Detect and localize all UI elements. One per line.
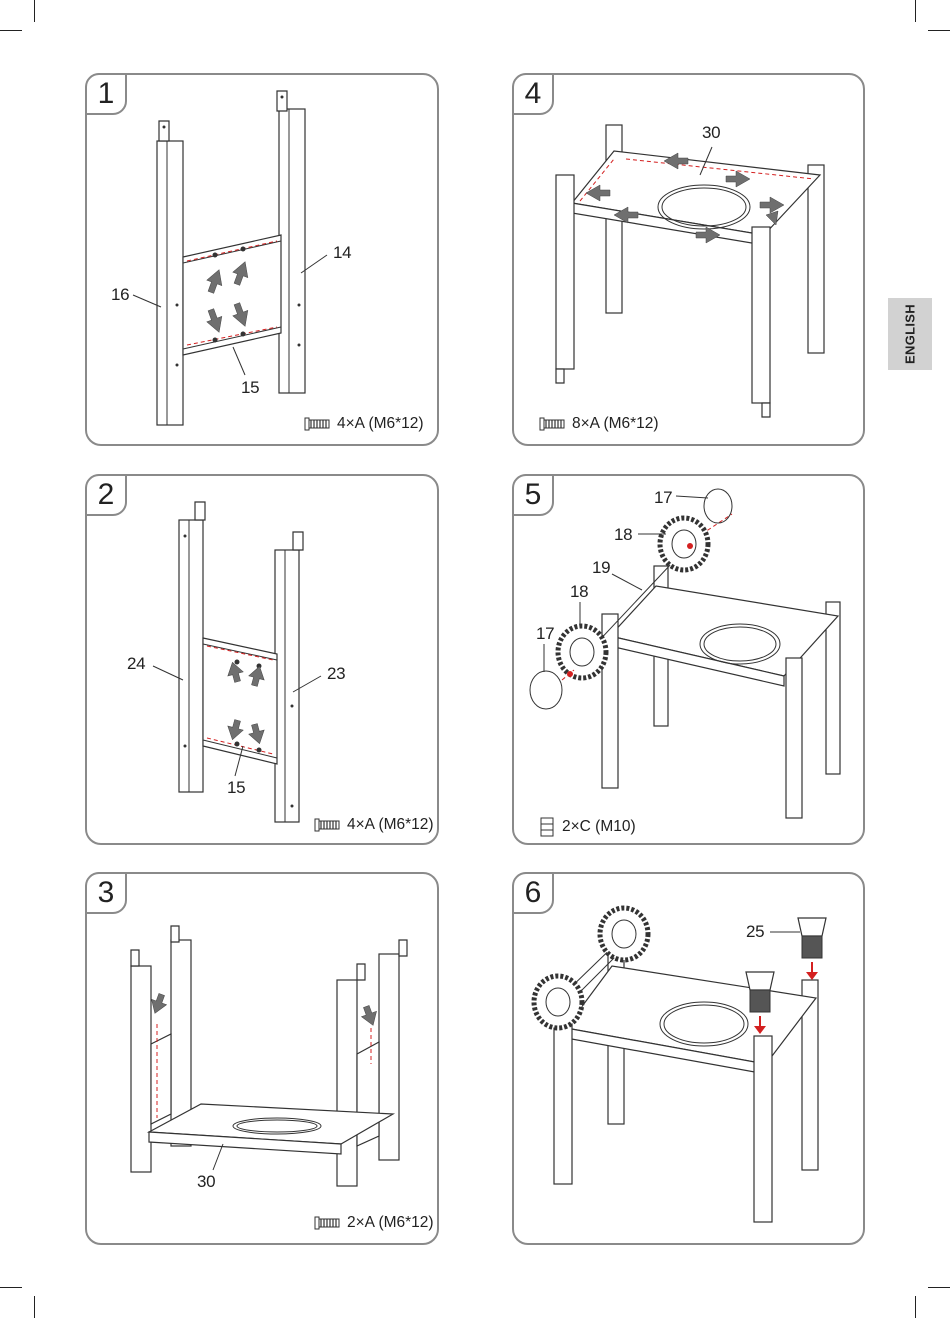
- crop-mark: [915, 0, 916, 22]
- step-6-illustration: [514, 874, 867, 1247]
- crop-mark: [915, 1296, 916, 1318]
- part-label: 17: [654, 488, 672, 508]
- part-label: 18: [570, 582, 588, 602]
- step-panel-3: 3 30 2×A (M6*12): [85, 872, 439, 1245]
- crop-mark: [0, 1287, 22, 1288]
- part-label: 18: [614, 525, 632, 545]
- part-label: 23: [327, 664, 345, 684]
- crop-mark: [34, 0, 35, 22]
- hardware-note: 2×A (M6*12): [313, 1214, 434, 1232]
- nut-icon: [538, 816, 556, 838]
- step-panel-1: 1 16 14 15 4×A (M6*12): [85, 73, 439, 446]
- crop-mark: [928, 30, 950, 31]
- step-1-illustration: [87, 75, 441, 448]
- language-tab: ENGLISH: [888, 298, 932, 370]
- part-label: 16: [111, 285, 129, 305]
- hardware-quantity: 4×A (M6*12): [337, 415, 424, 433]
- bolt-icon: [303, 415, 331, 433]
- part-label: 30: [702, 123, 720, 143]
- step-panel-4: 4 30 8×A (M6*12): [512, 73, 865, 446]
- bolt-icon: [538, 415, 566, 433]
- step-panel-6: 6 25: [512, 872, 865, 1245]
- step-3-illustration: [87, 874, 441, 1247]
- part-label: 17: [536, 624, 554, 644]
- hardware-quantity: 2×C (M10): [562, 818, 636, 836]
- bolt-icon: [313, 816, 341, 834]
- hardware-note: 4×A (M6*12): [313, 816, 434, 834]
- step-panel-2: 2 24 23 15 4×A (M6*12): [85, 474, 439, 845]
- hardware-quantity: 8×A (M6*12): [572, 415, 659, 433]
- hardware-note: 2×C (M10): [538, 816, 636, 838]
- part-label: 19: [592, 558, 610, 578]
- step-panel-5: 5 17 18 19 18 17 2×C (: [512, 474, 865, 845]
- bolt-icon: [313, 1214, 341, 1232]
- part-label: 14: [333, 243, 351, 263]
- part-label: 24: [127, 654, 145, 674]
- part-label: 25: [746, 922, 764, 942]
- hardware-note: 4×A (M6*12): [303, 415, 424, 433]
- step-5-illustration: [514, 476, 867, 847]
- hardware-quantity: 2×A (M6*12): [347, 1214, 434, 1232]
- crop-mark: [34, 1296, 35, 1318]
- crop-mark: [928, 1287, 950, 1288]
- language-label: ENGLISH: [903, 304, 918, 364]
- hardware-quantity: 4×A (M6*12): [347, 816, 434, 834]
- part-label: 15: [241, 378, 259, 398]
- part-label: 30: [197, 1172, 215, 1192]
- crop-mark: [0, 30, 22, 31]
- step-4-illustration: [514, 75, 867, 448]
- hardware-note: 8×A (M6*12): [538, 415, 659, 433]
- part-label: 15: [227, 778, 245, 798]
